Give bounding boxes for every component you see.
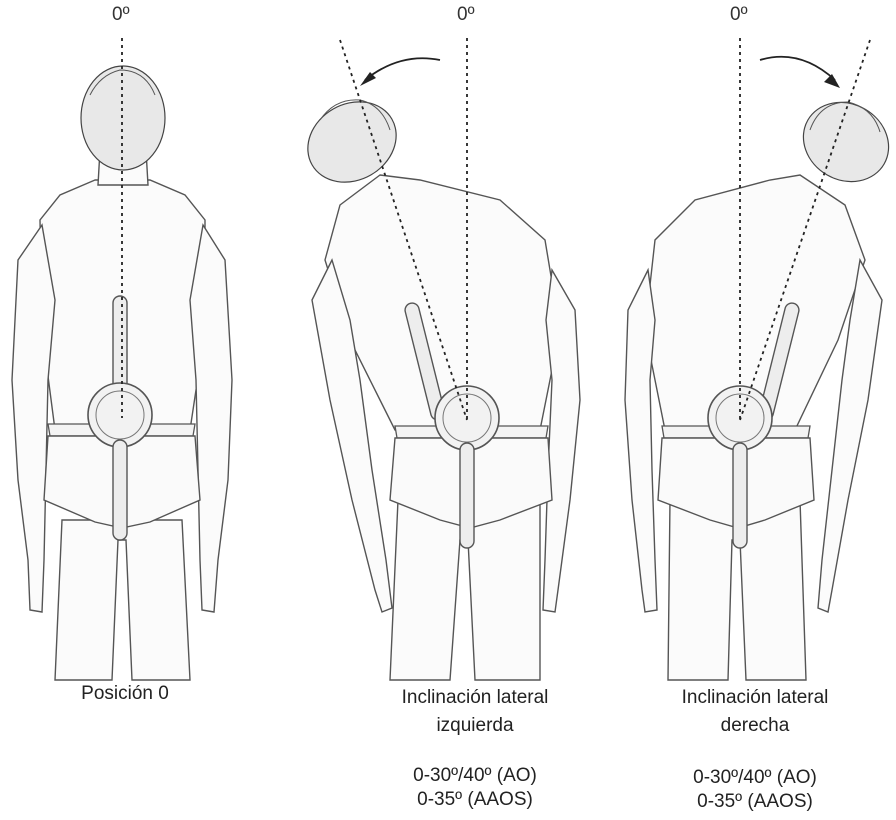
range-line-ao: 0-30º/40º (AO) [640,766,870,790]
caption-line: Posición 0 [30,680,220,708]
direction-arrow [365,58,440,80]
direction-arrow [760,57,835,80]
caption-line: Inclinación lateral [630,684,880,712]
caption-line: derecha [630,712,880,740]
caption-line: Inclinación lateral [340,684,610,712]
range-line-aaos: 0-35º (AAOS) [360,788,590,812]
figure-right-flexion-back-view [620,0,896,680]
panel-left-lateral-flexion: 0º Inclinación lateral izquierda 0-30º/4… [290,0,610,820]
caption-right-flexion: Inclinación lateral derecha [630,684,880,740]
zero-degree-label: 0º [730,4,748,26]
zero-degree-label: 0º [457,4,475,26]
caption-left-flexion: Inclinación lateral izquierda [340,684,610,740]
figure-neutral-back-view [0,0,250,680]
figure-left-flexion-back-view [290,0,610,680]
panel-right-lateral-flexion: 0º Inclinación lateral derecha 0-30º/40º… [620,0,896,820]
range-values-left: 0-30º/40º (AO) 0-35º (AAOS) [360,764,590,812]
range-line-aaos: 0-35º (AAOS) [640,790,870,814]
range-line-ao: 0-30º/40º (AO) [360,764,590,788]
caption-neutral: Posición 0 [30,680,220,708]
range-values-right: 0-30º/40º (AO) 0-35º (AAOS) [640,766,870,814]
caption-line: izquierda [340,712,610,740]
zero-degree-label: 0º [112,4,130,26]
panel-neutral-position: 0º Posición 0 [0,0,250,820]
